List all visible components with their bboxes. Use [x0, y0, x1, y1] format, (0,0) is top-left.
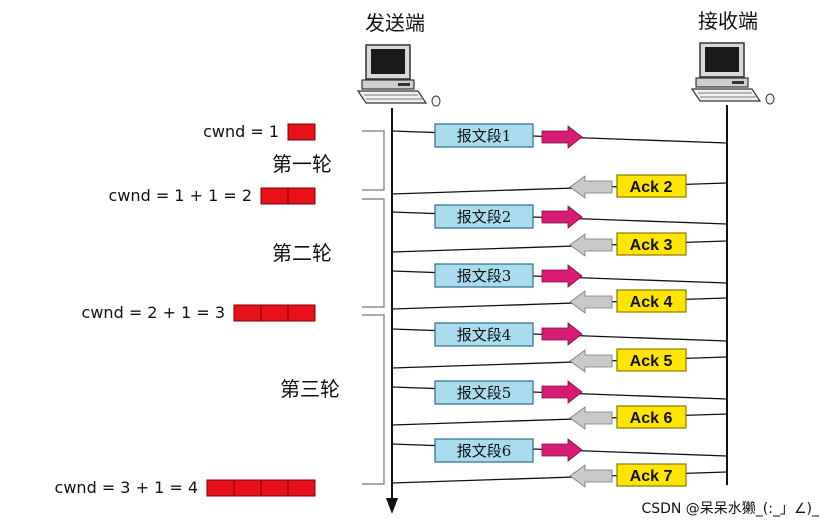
segment-box	[434, 263, 534, 288]
left-arrow-icon	[569, 233, 613, 257]
computer-icon	[690, 42, 775, 105]
segment-box	[434, 380, 534, 405]
sender-timeline-arrowhead	[386, 498, 398, 514]
cwnd-blocks-3	[233, 304, 316, 322]
cwnd-blocks-2	[260, 187, 316, 205]
cwnd-block	[233, 304, 262, 322]
segment-box	[434, 438, 534, 463]
ack-message-1: Ack 2	[391, 174, 728, 199]
segment-message-1: 报文段1	[391, 123, 728, 149]
segment-message-4: 报文段4	[391, 322, 728, 347]
round-bracket-1	[362, 130, 385, 191]
ack-box	[616, 232, 687, 256]
cwnd-blocks-1	[287, 123, 316, 141]
ack-message-4: Ack 5	[391, 348, 728, 373]
round-label-3: 第三轮	[280, 377, 340, 401]
cwnd-block	[287, 304, 316, 322]
ack-label: Ack 5	[630, 353, 673, 370]
cwnd-label-3: cwnd = 2 + 1 = 3	[82, 303, 225, 322]
right-arrow-icon	[541, 322, 583, 346]
segment-label: 报文段5	[457, 384, 512, 402]
cwnd-block	[287, 123, 316, 141]
cwnd-label-1: cwnd = 1	[203, 122, 279, 141]
left-arrow-icon	[569, 175, 613, 199]
round-bracket-3	[362, 314, 385, 485]
segment-label: 报文段1	[457, 127, 512, 145]
receiver-title: 接收端	[698, 9, 758, 33]
segment-label: 报文段6	[457, 442, 512, 460]
segment-message-2: 报文段2	[391, 204, 728, 229]
round-label-2: 第二轮	[272, 241, 332, 265]
ack-box	[616, 174, 687, 198]
right-arrow-icon	[541, 205, 583, 229]
cwnd-block	[206, 479, 235, 497]
round-label-1: 第一轮	[272, 152, 332, 176]
right-arrow-icon	[541, 264, 583, 288]
cwnd-block	[260, 187, 289, 205]
ack-label: Ack 3	[630, 237, 673, 254]
watermark: CSDN @呆呆水獭_(:_」∠)_	[641, 501, 820, 517]
left-arrow-icon	[569, 406, 613, 430]
segment-box	[434, 204, 534, 229]
segment-message-6: 报文段6	[391, 438, 728, 463]
segment-message-5: 报文段5	[391, 380, 728, 405]
ack-box	[616, 405, 687, 429]
cwnd-block	[233, 479, 262, 497]
ack-message-2: Ack 3	[391, 232, 728, 257]
segment-message-3: 报文段3	[391, 263, 728, 288]
segment-label: 报文段3	[457, 267, 512, 285]
right-arrow-icon	[541, 438, 583, 462]
cwnd-block	[260, 479, 289, 497]
left-arrow-icon	[569, 464, 613, 488]
cwnd-label-2: cwnd = 1 + 1 = 2	[109, 186, 252, 205]
ack-box	[616, 463, 687, 487]
ack-label: Ack 4	[630, 294, 673, 311]
ack-label: Ack 2	[630, 179, 673, 196]
segment-box	[434, 322, 534, 347]
cwnd-block	[260, 304, 289, 322]
segment-label: 报文段2	[457, 208, 512, 226]
right-arrow-icon	[541, 380, 583, 404]
ack-message-3: Ack 4	[391, 289, 728, 314]
ack-message-5: Ack 6	[391, 405, 728, 430]
ack-label: Ack 7	[630, 468, 673, 485]
cwnd-blocks-4	[206, 479, 316, 497]
segment-label: 报文段4	[457, 326, 512, 344]
round-bracket-2	[362, 198, 385, 308]
segment-box	[434, 123, 534, 148]
left-arrow-icon	[569, 349, 613, 373]
cwnd-label-4: cwnd = 3 + 1 = 4	[55, 478, 198, 497]
right-arrow-icon	[541, 125, 583, 149]
ack-box	[616, 289, 687, 313]
cwnd-block	[287, 479, 316, 497]
computer-icon	[356, 44, 441, 107]
ack-box	[616, 348, 687, 372]
ack-message-6: Ack 7	[391, 463, 728, 488]
ack-label: Ack 6	[630, 410, 673, 427]
sender-title: 发送端	[365, 11, 425, 35]
cwnd-block	[287, 187, 316, 205]
left-arrow-icon	[569, 290, 613, 314]
